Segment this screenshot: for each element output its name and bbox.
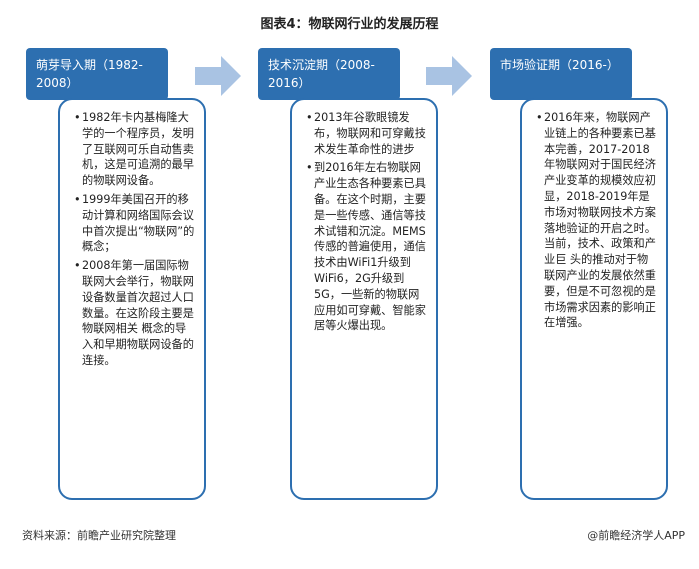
phase-card-2: 2013年谷歌眼镜发布，物联网和可穿戴技术发生革命性的进步 到2016年左右物联… (290, 98, 438, 500)
phase-header-3: 市场验证期（2016-） (490, 48, 632, 100)
phase-header-1: 萌芽导入期（1982-2008） (26, 48, 168, 100)
right-arrow-icon (195, 56, 241, 96)
phase-1-bullet: 1999年美国召开的移动计算和网络国际会议中首次提出“物联网”的概念； (74, 192, 196, 255)
phase-header-2: 技术沉淀期（2008-2016） (258, 48, 400, 100)
right-arrow-icon (426, 56, 472, 96)
phase-2-bullet: 到2016年左右物联网产业生态各种要素已具备。在这个时期，主要是一些传感、通信等… (306, 160, 428, 334)
source-note: 资料来源：前瞻产业研究院整理 (22, 529, 176, 542)
figure-title: 图表4：物联网行业的发展历程 (260, 17, 439, 32)
phase-card-1: 1982年卡内基梅隆大学的一个程序员，发明了互联网可乐自动售卖机，这是可追溯的最… (58, 98, 206, 500)
phase-2-bullet: 2013年谷歌眼镜发布，物联网和可穿戴技术发生革命性的进步 (306, 110, 428, 157)
phase-1-bullet: 2008年第一届国际物联网大会举行，物联网设备数量首次超过人口数量。在这阶段主要… (74, 258, 196, 369)
phase-1-bullet: 1982年卡内基梅隆大学的一个程序员，发明了互联网可乐自动售卖机，这是可追溯的最… (74, 110, 196, 189)
phase-card-3: 2016年来，物联网产业链上的各种要素已基本完善，2017-2018年物联网对于… (520, 98, 668, 500)
credit-note: @前瞻经济学人APP (587, 529, 685, 542)
phase-3-bullet: 2016年来，物联网产业链上的各种要素已基本完善，2017-2018年物联网对于… (536, 110, 658, 331)
